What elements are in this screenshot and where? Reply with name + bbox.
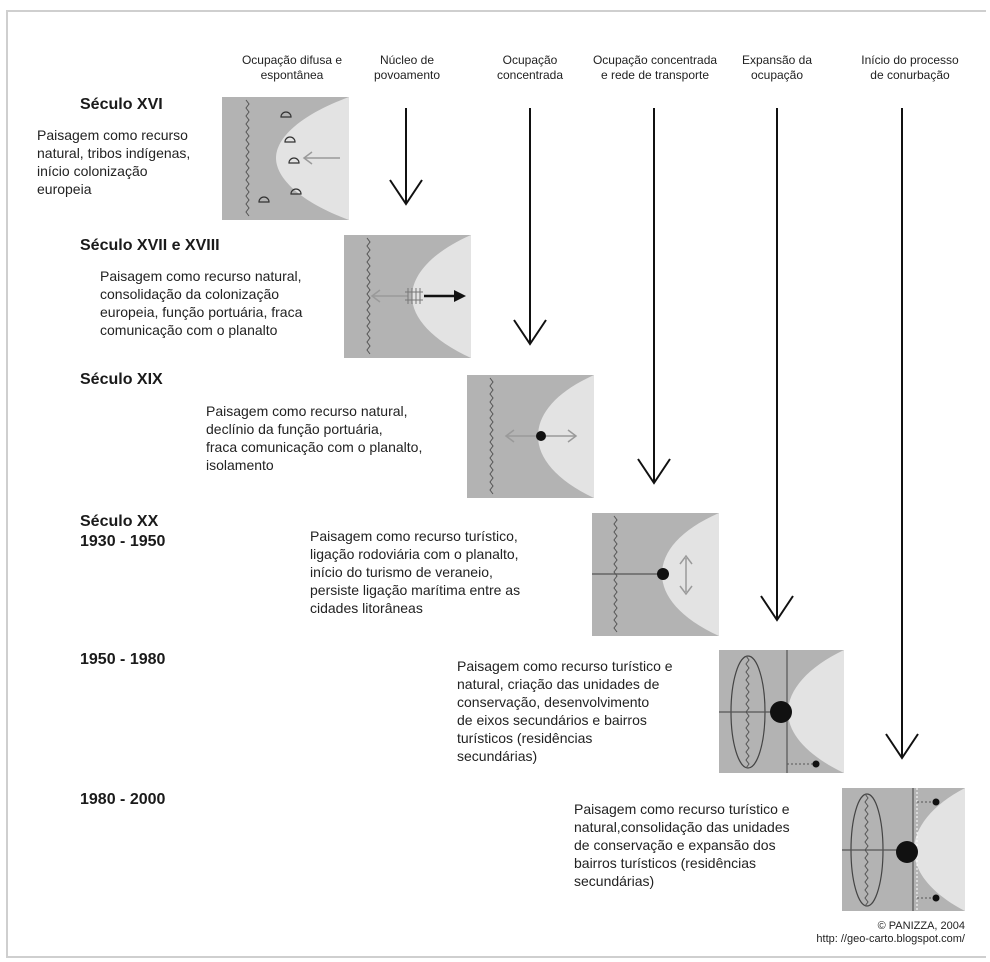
- settlement-node: [536, 431, 546, 441]
- arrow-nucleus: [389, 108, 423, 206]
- arrow-transport: [637, 108, 671, 485]
- credit: © PANIZZA, 2004 http: //geo-carto.blogsp…: [816, 920, 965, 945]
- tourist-district-node: [932, 894, 940, 902]
- period-title-16th: Século XVI: [80, 96, 163, 113]
- map-panel-1950-1980: [719, 650, 844, 773]
- period-description-17th-18th: Paisagem como recurso natural, consolida…: [100, 268, 303, 338]
- period-title-17th-18th: Século XVII e XVIII: [80, 237, 220, 254]
- period-title-1950-1980: 1950 - 1980: [80, 651, 166, 668]
- map-panel-1980-2000: [842, 788, 965, 911]
- period-description-19th: Paisagem como recurso natural, declínio …: [206, 403, 423, 473]
- period-description-1980-2000: Paisagem como recurso turístico e natura…: [574, 801, 790, 889]
- map-panel-1930-1950: [592, 513, 719, 636]
- coastal-link-arrow-icon: [679, 554, 693, 596]
- city-node: [770, 701, 792, 723]
- decline-arrows-icon: [504, 429, 578, 443]
- column-header-diffuse: Ocupação difusa e espontânea: [241, 53, 343, 82]
- column-header-expansion: Expansão da ocupação: [741, 53, 813, 82]
- figure-frame: [6, 10, 986, 958]
- period-description-1950-1980: Paisagem como recurso turístico e natura…: [457, 658, 673, 764]
- column-header-conurbation: Início do processo de conurbação: [861, 53, 959, 82]
- port-arrows-icon: [370, 288, 466, 304]
- tourist-district-node: [812, 760, 820, 768]
- column-header-nucleus: Núcleo de povoamento: [373, 53, 441, 82]
- arrow-expansion: [760, 108, 794, 622]
- map-panel-17th-18th: [344, 235, 471, 358]
- indigenous-village-icon: [258, 111, 302, 203]
- tourist-district-node: [932, 798, 940, 806]
- period-description-16th: Paisagem como recurso natural, tribos in…: [37, 127, 191, 197]
- arrow-concentrated: [513, 108, 547, 346]
- map-panel-16th: [222, 97, 349, 220]
- column-header-transport: Ocupação concentrada e rede de transport…: [592, 53, 718, 82]
- period-title-19th: Século XIX: [80, 371, 163, 388]
- period-title-1980-2000: 1980 - 2000: [80, 791, 166, 808]
- arrow-conurbation: [885, 108, 919, 760]
- inbound-arrow-icon: [302, 151, 340, 165]
- city-node: [657, 568, 669, 580]
- city-node: [896, 841, 918, 863]
- period-title-1930-1950: Século XX 1930 - 1950: [80, 513, 166, 550]
- column-header-concentrated: Ocupação concentrada: [496, 53, 564, 82]
- map-panel-19th: [467, 375, 594, 498]
- period-description-1930-1950: Paisagem como recurso turístico, ligação…: [310, 528, 521, 616]
